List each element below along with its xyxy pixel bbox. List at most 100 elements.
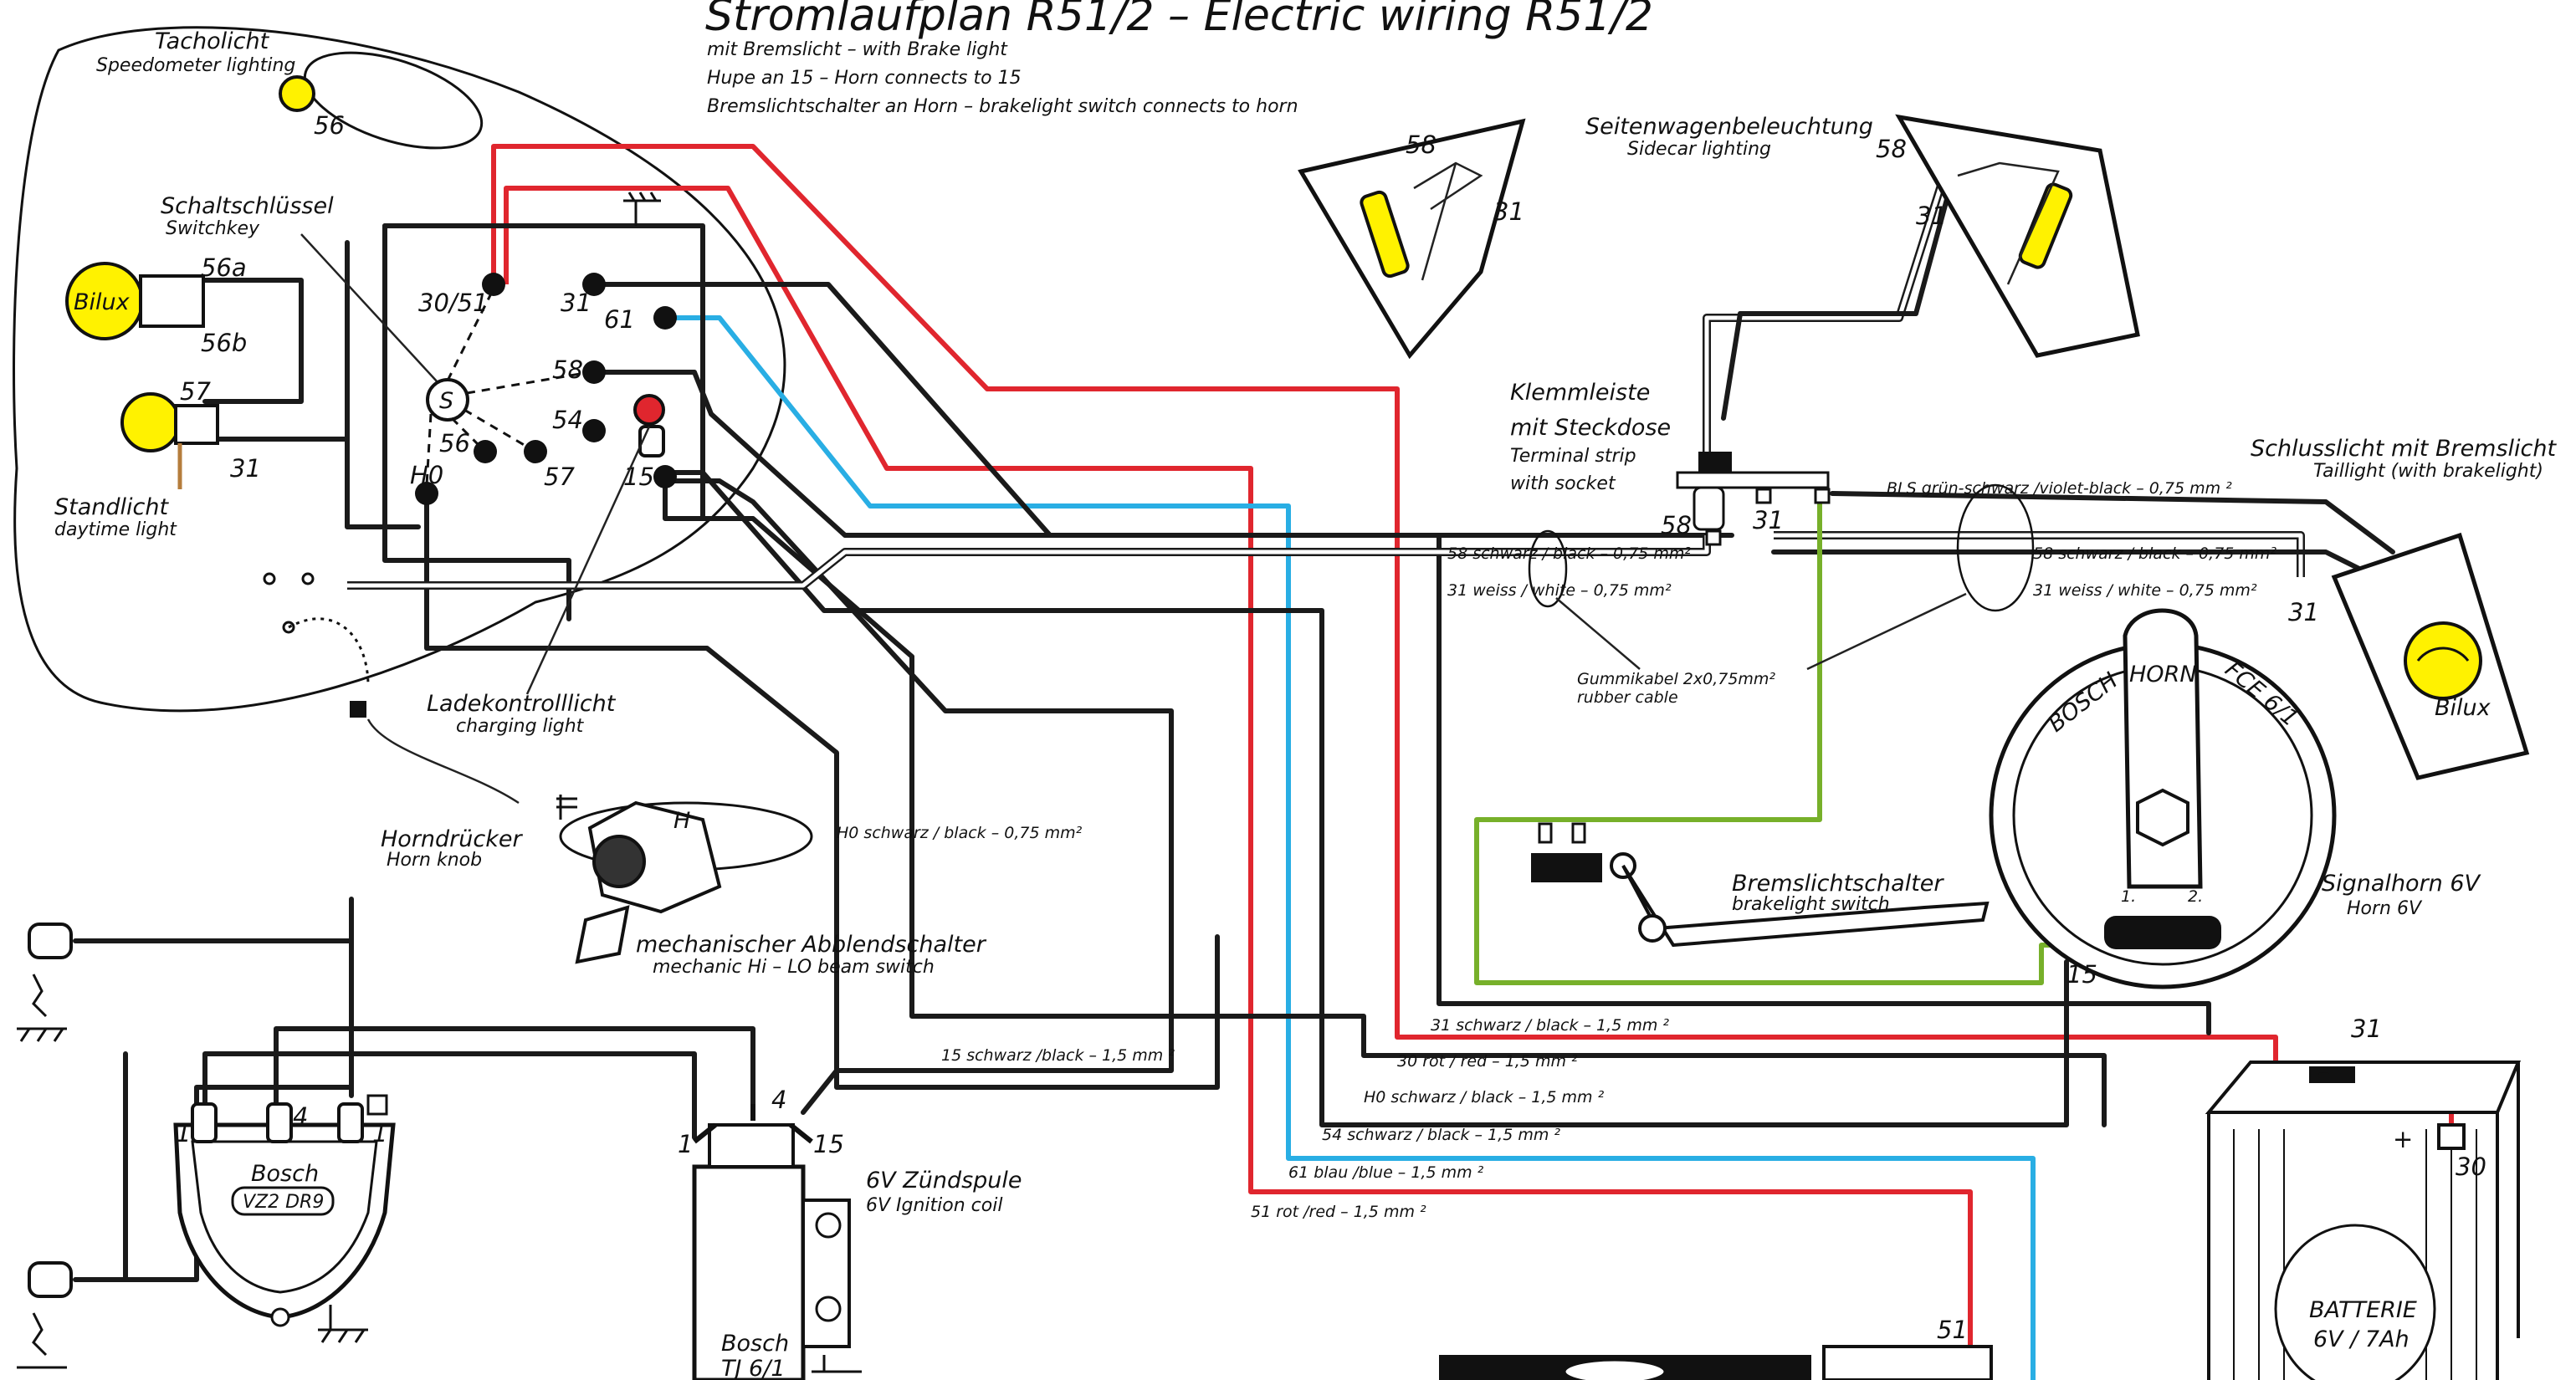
label-wire-54: 54 schwarz / black – 1,5 mm ² xyxy=(1322,1126,1560,1144)
horn-word: HORN xyxy=(2129,662,2197,687)
term-58-klemm: 58 xyxy=(1661,511,1692,539)
battery-minus-sign: – xyxy=(2317,1058,2330,1086)
coil-label-de: 6V Zündspule xyxy=(866,1168,1022,1193)
grommet xyxy=(350,701,366,718)
switch-frame-top xyxy=(382,223,705,521)
battery-label-1: BATTERIE xyxy=(2309,1297,2417,1323)
switchkey-S: S xyxy=(439,388,453,414)
distributor-body-icon xyxy=(173,1122,396,1320)
horn-label-de: Signalhorn 6V xyxy=(2322,871,2482,897)
horn-button-icon xyxy=(592,835,646,888)
wire-sidecar-black xyxy=(1721,156,1960,421)
generator-cap xyxy=(1563,1358,1667,1380)
label-wire-61: 61 blau /blue – 1,5 mm ² xyxy=(1288,1163,1484,1182)
switchkey-label-en: Switchkey xyxy=(166,218,260,239)
wire-H0 xyxy=(424,491,1220,1090)
charging-label-en: charging light xyxy=(456,716,585,737)
term-31-tail: 31 xyxy=(2288,598,2319,626)
ground-icon xyxy=(623,192,661,226)
switchkey-leader xyxy=(300,233,448,394)
tail-filament xyxy=(2416,647,2470,662)
stand-lamp-icon xyxy=(120,392,181,452)
wire-56-bilux xyxy=(345,240,421,529)
tacho-label-de: Tacholicht xyxy=(155,28,270,54)
wire-ign-1b xyxy=(202,1051,697,1140)
distributor-inner xyxy=(191,1140,378,1294)
battery-pos-post xyxy=(2437,1123,2466,1150)
term-56-tacho: 56 xyxy=(314,111,345,140)
sidecar-fender-right xyxy=(1895,114,2140,358)
beam-label-en: mechanic Hi – LO beam switch xyxy=(653,957,935,978)
klemm-label-de-2: mit Steckdose xyxy=(1510,415,1671,441)
battery-neg-post xyxy=(2309,1066,2355,1083)
label-wire-58-l: 58 schwarz / black – 0,75 mm² xyxy=(1447,544,1691,563)
bilux-socket xyxy=(139,274,205,328)
sidecar-label-de: Seitenwagenbeleuchtung xyxy=(1585,114,1873,140)
beam-link xyxy=(288,617,370,687)
term-1-dist-r: 1 xyxy=(372,1119,387,1147)
klemm-label-en-2: with socket xyxy=(1510,473,1616,494)
tacho-bezel xyxy=(303,51,484,150)
beam-lever-icon xyxy=(575,905,630,964)
term-30-batt: 30 xyxy=(2456,1153,2486,1181)
term-15-coil: 15 xyxy=(813,1130,844,1158)
klemm-label-de-1: Klemmleiste xyxy=(1510,380,1650,406)
switchkey-label-de: Schaltschlüssel xyxy=(161,193,334,219)
term-57: 57 xyxy=(180,377,211,406)
brakeswitch-term-1 xyxy=(1538,822,1553,844)
horn-cable xyxy=(366,718,520,805)
term-1-dist-l: 1 xyxy=(176,1119,191,1147)
brakeswitch-body xyxy=(1531,853,1602,882)
coil-label-en: 6V Ignition coil xyxy=(866,1195,1002,1216)
term-31-klemm: 31 xyxy=(1753,506,1784,534)
ground-coil xyxy=(812,1355,862,1373)
spark-plug-bottom xyxy=(17,1261,73,1369)
stand-label-de: Standlicht xyxy=(54,494,169,520)
term-57-sw: 57 xyxy=(544,463,575,491)
dist-tower-4 xyxy=(266,1102,293,1143)
gummi-label-en: rubber cable xyxy=(1577,688,1678,707)
horn-label-en: Horn 6V xyxy=(2347,898,2423,919)
tacho-lamp-icon xyxy=(279,75,315,112)
brake-pedal-pivot xyxy=(1638,914,1667,943)
headlamp-housing xyxy=(13,26,786,713)
charging-leader xyxy=(525,426,651,695)
terminal-screws xyxy=(1705,488,1831,546)
sidecar-fender-left xyxy=(1298,118,1526,360)
term-58-sw: 58 xyxy=(552,355,583,384)
sidecar-bracket-left xyxy=(1413,161,1483,281)
switchkey-dashes xyxy=(425,288,591,486)
dist-model-badge xyxy=(231,1186,335,1216)
term-56b: 56b xyxy=(201,329,247,357)
term-31-sw: 31 xyxy=(561,289,592,317)
brake-label-en: brakelight switch xyxy=(1732,894,1890,915)
term-15-sw: 15 xyxy=(623,463,654,491)
term-4-dist: 4 xyxy=(293,1102,308,1131)
tail-bulb-icon xyxy=(2404,621,2482,700)
term-56-sw: 56 xyxy=(439,429,470,457)
label-wire-51: 51 rot /red – 1,5 mm ² xyxy=(1251,1203,1426,1221)
tail-bilux-label: Bilux xyxy=(2435,695,2491,721)
charging-lamp-icon xyxy=(633,394,665,426)
label-wire-31-l: 31 weiss / white – 0,75 mm² xyxy=(1447,581,1672,600)
battery-sides xyxy=(2207,1062,2520,1380)
wire-57-stand xyxy=(202,437,350,479)
wire-15 xyxy=(667,478,1174,1115)
term-2-horn: 2. xyxy=(2188,887,2203,906)
dist-model: VZ2 DR9 xyxy=(243,1192,324,1213)
contact-1 xyxy=(263,572,276,585)
wire-56ab xyxy=(202,278,304,404)
term-15-horn: 15 xyxy=(2066,960,2097,989)
label-wire-15: 15 schwarz /black – 1,5 mm ² xyxy=(941,1046,1175,1065)
charging-label-de: Ladekontrolllicht xyxy=(427,691,617,717)
gummi-leader-r xyxy=(1806,592,1967,671)
ground-hornknob xyxy=(556,795,577,820)
term-1-coil: 1 xyxy=(678,1130,693,1158)
dist-tower-1b xyxy=(337,1102,364,1143)
spark-plug-top xyxy=(17,923,73,1042)
term-31-stand: 31 xyxy=(230,454,261,483)
term-56a: 56a xyxy=(201,253,247,282)
tacho-label-en: Speedometer lighting xyxy=(96,55,295,76)
beam-label-de: mechanischer Abblendschalter xyxy=(636,932,987,958)
